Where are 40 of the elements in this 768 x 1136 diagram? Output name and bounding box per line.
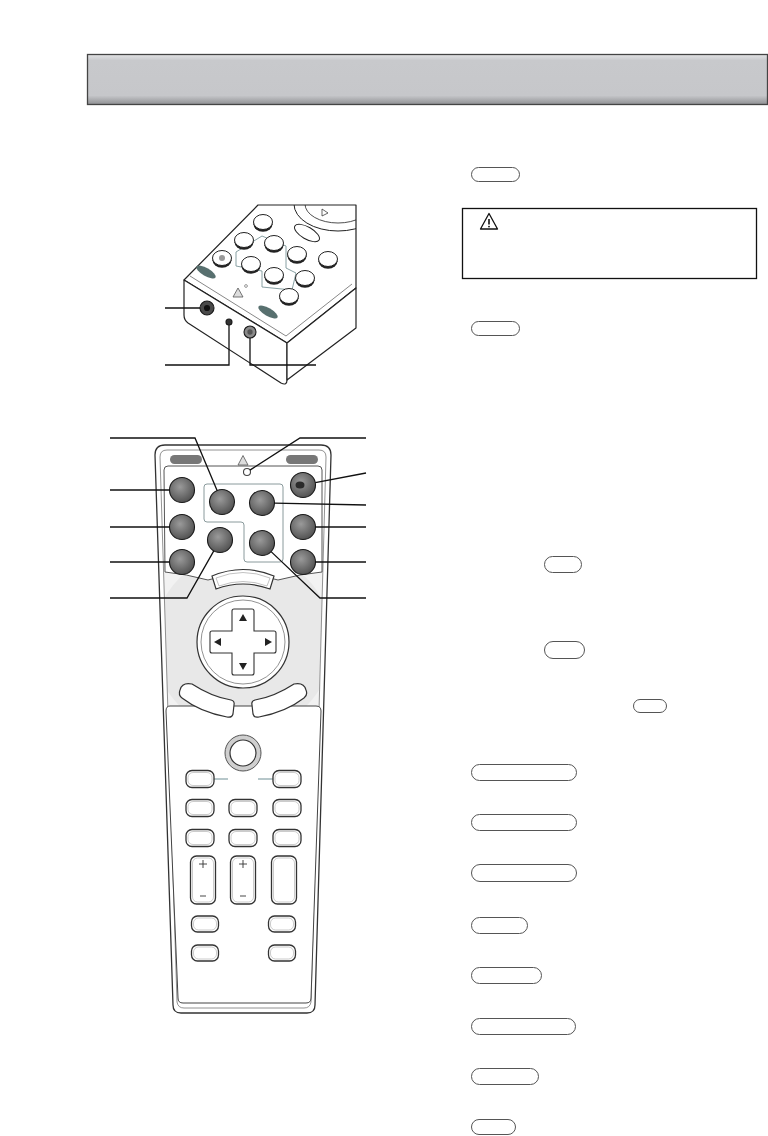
key-outline xyxy=(471,1018,576,1035)
leader-line xyxy=(164,324,230,366)
round-button xyxy=(208,488,236,516)
leader-line xyxy=(164,307,201,309)
leader-line xyxy=(109,561,171,563)
round-button xyxy=(168,548,196,576)
round-button xyxy=(168,476,196,504)
leader-line xyxy=(109,550,215,599)
key-outline xyxy=(471,917,528,934)
key-outline xyxy=(471,1119,516,1135)
key-outline xyxy=(471,321,520,336)
leader-line xyxy=(270,550,367,599)
key-outline xyxy=(471,967,542,984)
leader-line xyxy=(314,472,367,484)
key-outline xyxy=(633,699,667,713)
leader-line xyxy=(273,502,367,506)
round-button xyxy=(289,548,317,576)
indicator-light xyxy=(242,467,252,477)
key-outline xyxy=(544,641,585,659)
leader-line xyxy=(109,526,171,528)
small-hole xyxy=(225,318,233,326)
key-outline xyxy=(471,864,577,882)
key-outline xyxy=(471,167,520,182)
key-outline xyxy=(471,764,577,781)
round-button xyxy=(248,529,276,557)
key-outline xyxy=(471,1068,539,1085)
round-button xyxy=(206,526,234,554)
jack-socket xyxy=(199,300,215,316)
round-button xyxy=(289,513,317,541)
leader-line xyxy=(109,437,218,492)
jack-socket xyxy=(243,325,257,339)
round-button xyxy=(168,513,196,541)
round-button xyxy=(248,489,276,517)
leader-line xyxy=(314,561,367,563)
key-outline xyxy=(471,814,577,831)
leader-line xyxy=(109,489,171,491)
round-button xyxy=(289,471,317,499)
leader-line xyxy=(249,337,317,366)
leader-line xyxy=(314,526,367,528)
key-outline xyxy=(544,556,582,573)
